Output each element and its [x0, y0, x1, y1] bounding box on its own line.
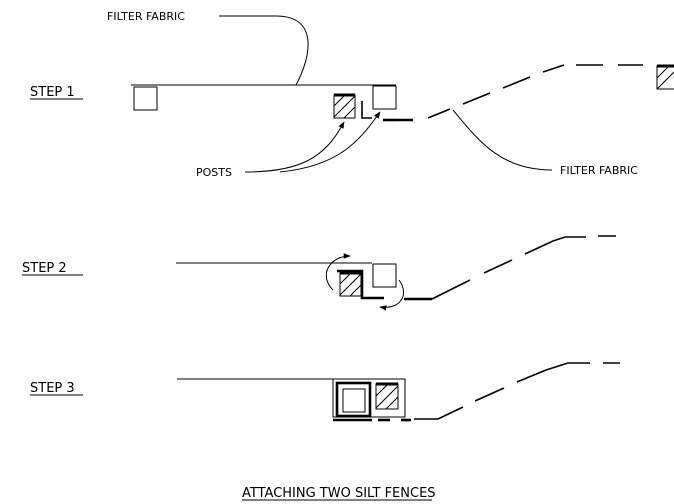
step1-post-hatched — [333, 93, 356, 119]
filter-fabric-top-label: FILTER FABRIC — [107, 10, 185, 23]
step1-post-far-right — [656, 64, 674, 90]
step2-group: STEP 2 — [22, 235, 616, 311]
step3-label: STEP 3 — [30, 381, 75, 396]
step2-label: STEP 2 — [22, 261, 67, 276]
step3-post-wrapped — [335, 381, 372, 418]
filter-fabric-top-leader — [219, 15, 309, 86]
posts-arrow-right — [279, 111, 381, 173]
step1-group: STEP 1 — [30, 10, 674, 179]
step1-post-left — [133, 86, 158, 111]
step2-dashed-fence — [404, 235, 616, 301]
step1-post-right — [372, 85, 397, 110]
step1-label: STEP 1 — [30, 85, 75, 100]
filter-fabric-right-label: FILTER FABRIC — [560, 164, 638, 177]
step2-post-right — [372, 263, 397, 288]
step3-group: STEP 3 — [30, 362, 620, 422]
filter-fabric-right-leader — [452, 109, 553, 171]
step2-fabric-wrap — [337, 269, 384, 300]
step1-fabric-wrap — [361, 101, 372, 119]
posts-arrow-left — [244, 121, 345, 173]
step3-post-hatched — [375, 382, 399, 410]
step3-dashed-fence — [378, 362, 620, 422]
step2-rotate-arrow-bottom — [379, 279, 404, 311]
diagram-title: ATTACHING TWO SILT FENCES — [242, 486, 436, 501]
step2-rotate-arrow-top — [326, 253, 351, 291]
step1-dashed-fence — [395, 64, 643, 122]
posts-label: POSTS — [196, 166, 232, 179]
step2-post-hatched — [339, 271, 362, 297]
